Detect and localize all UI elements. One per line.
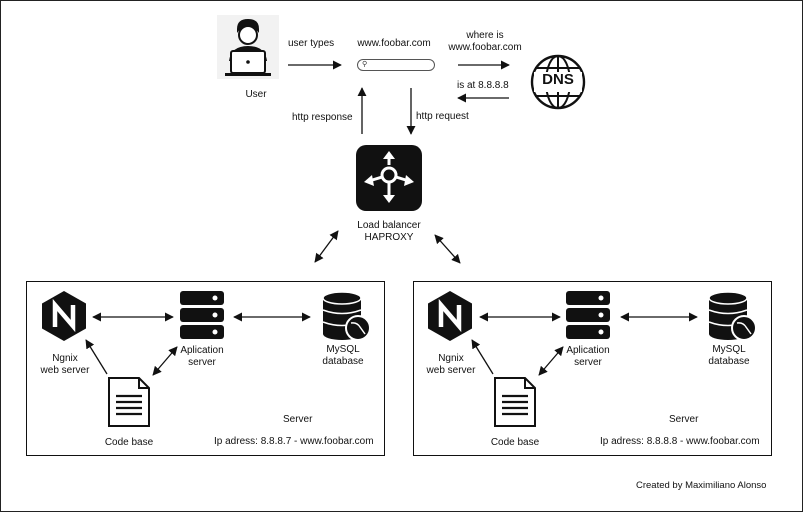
credit-label: Created by Maximiliano Alonso [636,480,767,491]
search-icon: ⚲ [362,61,368,68]
nginx-icon [428,291,472,341]
browser-address-bar[interactable]: ⚲ [357,59,435,71]
server-2-ip: Ip adress: 8.8.8.8 - www.foobar.com [600,436,760,447]
nginx-label-line2: web server [426,365,476,376]
arrow-code-nginx-2 [471,339,494,375]
dns-globe-icon [530,54,586,110]
server-rack-icon [566,291,610,339]
server-2-title: Server [669,414,699,425]
app-label-line1: Aplication [566,345,610,356]
url-label: www.foobar.com [357,38,431,49]
server-2-box [413,281,772,456]
is-at-label: is at 8.8.8.8 [457,80,509,91]
mysql-database-icon [322,291,371,341]
where-is-line1: where is [466,30,504,41]
app-label-line1: Aplication [180,345,224,356]
arrow-code-app-1 [152,346,178,376]
where-is-line2: www.foobar.com [448,42,522,53]
code-base-label: Code base [104,437,154,448]
document-icon [108,377,150,427]
arrow-lb-to-server-2 [434,234,461,264]
nginx-label-line1: Ngnix [438,353,464,364]
app-label-line2: server [188,357,216,368]
server-1-box [26,281,385,456]
db-label-line1: MySQL [712,344,746,355]
nginx-label-line1: Ngnix [52,353,78,364]
db-label-line1: MySQL [326,344,360,355]
nginx-icon [42,291,86,341]
server-1-title: Server [283,414,313,425]
lb-label-line1: Load balancer [357,220,421,231]
nginx-label-line2: web server [40,365,90,376]
lb-label-line2: HAPROXY [364,232,414,243]
arrow-code-app-2 [538,346,564,376]
dns-label: DNS [542,71,574,88]
app-label-line2: server [574,357,602,368]
load-balancer-icon [356,145,422,211]
db-label-line2: database [708,356,750,367]
code-base-label: Code base [490,437,540,448]
db-label-line2: database [322,356,364,367]
arrow-code-nginx-1 [85,339,108,375]
server-rack-icon [180,291,224,339]
http-response-label: http response [292,112,353,123]
server-1-ip: Ip adress: 8.8.8.7 - www.foobar.com [214,436,374,447]
http-request-label: http request [416,111,469,122]
user-types-label: user types [288,38,335,49]
user-label: User [245,89,267,100]
arrow-lb-to-server-1 [314,230,339,263]
document-icon [494,377,536,427]
mysql-database-icon [708,291,757,341]
user-laptop-icon [217,15,279,79]
